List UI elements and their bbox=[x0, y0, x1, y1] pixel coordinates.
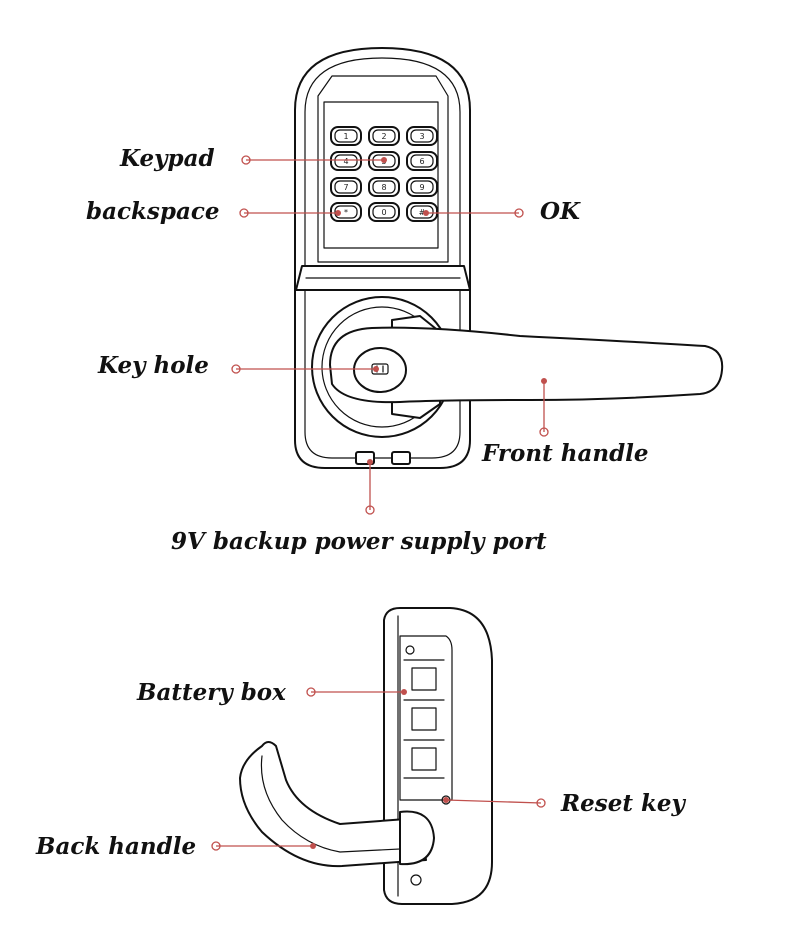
label-back-handle: Back handle bbox=[35, 833, 196, 860]
keypad-key: # bbox=[406, 202, 438, 222]
label-backspace: backspace bbox=[86, 198, 220, 225]
keypad-key: 3 bbox=[406, 126, 438, 146]
label-reset-key: Reset key bbox=[560, 790, 687, 817]
keypad-key: * bbox=[330, 202, 362, 222]
keypad-key-label: 4 bbox=[343, 157, 348, 166]
keypad-key-label: 3 bbox=[419, 132, 424, 141]
keypad-key: 2 bbox=[368, 126, 400, 146]
keypad-key-label: 7 bbox=[343, 183, 348, 192]
label-keypad: Keypad bbox=[119, 145, 215, 172]
keypad-key: 9 bbox=[406, 177, 438, 197]
keypad-key: 6 bbox=[406, 151, 438, 171]
keypad-key: 1 bbox=[330, 126, 362, 146]
label-front-handle: Front handle bbox=[481, 440, 649, 467]
label-key-hole: Key hole bbox=[97, 352, 209, 379]
back-handle bbox=[239, 741, 435, 868]
keypad-key-label: # bbox=[419, 208, 426, 217]
keypad-key: 4 bbox=[330, 151, 362, 171]
keypad-key-label: 9 bbox=[419, 183, 424, 192]
keypad-keys: 123456789*0# bbox=[330, 126, 438, 222]
label-ok: OK bbox=[540, 198, 581, 225]
keypad-key-label: 2 bbox=[381, 132, 386, 141]
leader-lines bbox=[211, 155, 549, 851]
keypad-key: 7 bbox=[330, 177, 362, 197]
keypad-key-label: 6 bbox=[419, 157, 424, 166]
label-battery-box: Battery box bbox=[136, 679, 286, 706]
label-backup-port: 9V backup power supply port bbox=[171, 528, 547, 555]
keypad-key-label: 8 bbox=[381, 183, 386, 192]
keypad-key-label: 1 bbox=[343, 132, 348, 141]
front-handle-assembly bbox=[311, 296, 724, 465]
keypad-key: 0 bbox=[368, 202, 400, 222]
keypad-key-label: 0 bbox=[381, 208, 386, 217]
keypad-key: 8 bbox=[368, 177, 400, 197]
leader-reset-key bbox=[445, 799, 542, 804]
keypad-key-label: * bbox=[344, 208, 348, 217]
